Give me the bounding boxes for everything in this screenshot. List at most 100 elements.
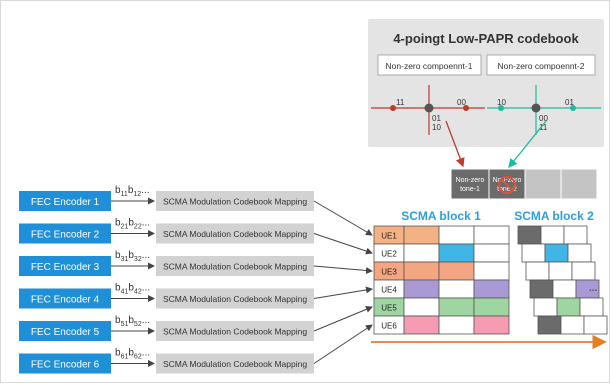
ue-resource-cell-empty <box>438 279 475 299</box>
constellation1-below-label-1: 01 <box>432 114 441 123</box>
codebook-to-tone1-arrow <box>445 120 465 168</box>
bit-sequence-label: b51b52... <box>115 315 150 328</box>
ue-resource-cell-active <box>438 261 475 281</box>
codebook-mapping-label: SCMA Modulation Codebook Mapping <box>163 262 307 272</box>
block2-cell <box>583 315 608 335</box>
bit-sequence-label: b11b12... <box>115 185 150 198</box>
ue-resource-cell-active <box>403 225 440 245</box>
constellation2-point-right <box>570 105 576 111</box>
block2-cell <box>556 297 581 317</box>
constellation2-below-label-2: 11 <box>539 123 548 132</box>
bit-subscript: 42 <box>134 289 142 296</box>
ue-row: UE4 <box>373 279 510 299</box>
constellation1-left-label: 11 <box>396 98 405 107</box>
bit-letter: b <box>115 218 121 229</box>
block2-row <box>533 297 604 317</box>
bit-ellipsis: ... <box>142 218 150 229</box>
codebook-mapping-label: SCMA Modulation Codebook Mapping <box>163 327 307 337</box>
bit-subscript: 31 <box>121 256 129 263</box>
codebook-mapping-box <box>156 256 314 276</box>
constellation2-origin <box>531 103 541 113</box>
block2-cell <box>544 243 569 263</box>
block2-cell <box>525 261 550 281</box>
bit-letter: b <box>128 185 134 196</box>
bit-letter: b <box>128 218 134 229</box>
mapping-to-ue-arrow <box>313 324 373 364</box>
bit-sequence-label: b31b32... <box>115 250 150 263</box>
constellation1-point-right <box>463 105 469 111</box>
ue-resource-cell-active <box>438 297 475 317</box>
block2-row <box>521 243 592 263</box>
ue-resource-cell-active <box>438 243 475 263</box>
block2-cell <box>548 261 573 281</box>
fec-encoder-box <box>19 321 111 341</box>
tone1-label-line2: tone-1 <box>460 186 480 193</box>
block2-row <box>517 225 588 245</box>
block2-cell <box>552 279 577 299</box>
ue-resource-cell-active <box>403 261 440 281</box>
block2-cell <box>571 261 596 281</box>
fec-encoder-label: FEC Encoder 3 <box>31 262 100 273</box>
block2-cell <box>567 243 592 263</box>
block2-cell <box>563 225 588 245</box>
codebook-mapping-box <box>156 223 314 244</box>
ue-resource-cell-active <box>403 315 440 335</box>
ue-resource-cell-empty <box>438 315 475 335</box>
fec-encoder-label: FEC Encoder 5 <box>31 327 100 338</box>
scma-block1-title: SCMA block 1 <box>401 209 481 223</box>
ue-row: UE2 <box>373 243 510 263</box>
ue-resource-cell-active <box>473 279 510 299</box>
fec-encoder-box <box>19 353 111 374</box>
ue-resource-cell-empty <box>473 261 510 281</box>
fec-encoder-label: FEC Encoder 4 <box>31 295 100 306</box>
codebook-mapping-label: SCMA Modulation Codebook Mapping <box>163 229 307 239</box>
bit-letter: b <box>115 250 121 261</box>
tone-strip: Non-zero tone-1 Non-zero tone-2 <box>450 168 598 200</box>
bit-subscript: 52 <box>134 321 142 328</box>
ue-row: UE1 <box>373 225 510 245</box>
block2-cell <box>560 315 585 335</box>
constellation-1: 11 00 01 10 <box>371 85 485 135</box>
scma-block2-title: SCMA block 2 <box>514 209 594 223</box>
tone1-cell <box>450 168 490 200</box>
bit-ellipsis: ... <box>142 283 150 294</box>
fec-encoder-label: FEC Encoder 1 <box>31 197 100 208</box>
ue-label: UE6 <box>381 322 397 331</box>
ue-resource-cell-active <box>473 297 510 317</box>
tone3-cell <box>524 168 562 200</box>
tone2-label-line1: Non-zero <box>493 177 522 184</box>
bit-ellipsis: ... <box>141 185 149 196</box>
encoder-row: FEC Encoder 1 b11b12... SCMA Modulation Co… <box>19 185 314 211</box>
bit-subscript: 41 <box>121 289 129 296</box>
bit-ellipsis: ... <box>142 348 150 359</box>
codebook-mapping-label: SCMA Modulation Codebook Mapping <box>163 197 307 207</box>
ue-row: UE6 <box>373 315 510 335</box>
bit-letter: b <box>115 283 121 294</box>
constellation2-right-label: 01 <box>565 98 574 107</box>
bit-subscript: 32 <box>134 256 142 263</box>
bit-subscript: 11 <box>121 191 128 198</box>
bit-ellipsis: ... <box>142 250 150 261</box>
bit-subscript: 61 <box>121 354 129 361</box>
bit-sequence-label: b21b22... <box>115 218 150 231</box>
bit-subscript: 21 <box>121 224 129 231</box>
mapping-to-ue-arrow <box>313 306 373 332</box>
bit-letter: b <box>128 348 134 359</box>
block2-cell <box>540 225 565 245</box>
codebook-mapping-label: SCMA Modulation Codebook Mapping <box>163 359 307 369</box>
block2-cell <box>521 243 546 263</box>
codebook-background <box>368 19 604 147</box>
ue-row: UE3 <box>373 261 510 281</box>
mapping-to-ue-arrow <box>313 200 373 236</box>
bit-letter: b <box>115 315 121 326</box>
bit-subscript: 62 <box>134 354 142 361</box>
block2-cell <box>579 297 604 317</box>
mapping-to-ue-arrow <box>313 286 373 299</box>
codebook-to-tone2-arrow <box>508 120 547 169</box>
bit-sequence-label: b61b62... <box>115 348 150 361</box>
